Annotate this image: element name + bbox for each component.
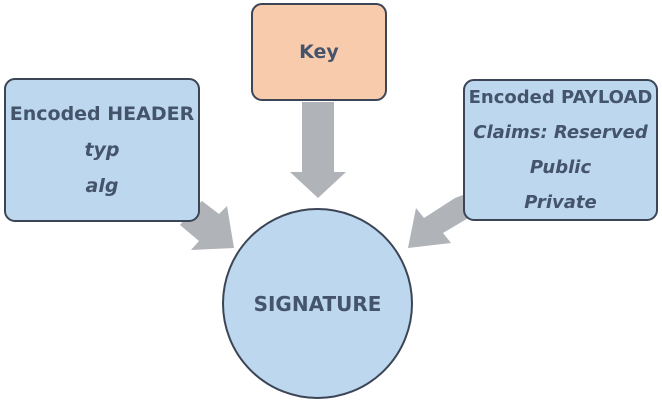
encoded-header-title: Encoded HEADER	[9, 103, 195, 125]
encoded-header-box: Encoded HEADER typ alg	[4, 78, 200, 222]
arrow-key-to-signature	[290, 102, 346, 198]
signature-circle: SIGNATURE	[222, 208, 413, 399]
signature-label: SIGNATURE	[253, 291, 382, 316]
arrow-payload-to-signature	[408, 195, 475, 248]
encoded-payload-box: Encoded PAYLOAD Claims: Reserved Public …	[463, 79, 658, 221]
encoded-payload-title: Encoded PAYLOAD	[468, 87, 653, 108]
header-field-alg: alg	[85, 175, 119, 197]
key-label: Key	[299, 41, 339, 63]
payload-claims-private: Private	[524, 192, 597, 213]
payload-claims-reserved: Claims: Reserved	[473, 122, 648, 143]
payload-claims-public: Public	[529, 157, 592, 178]
header-field-typ: typ	[84, 139, 120, 161]
key-box: Key	[251, 3, 387, 101]
